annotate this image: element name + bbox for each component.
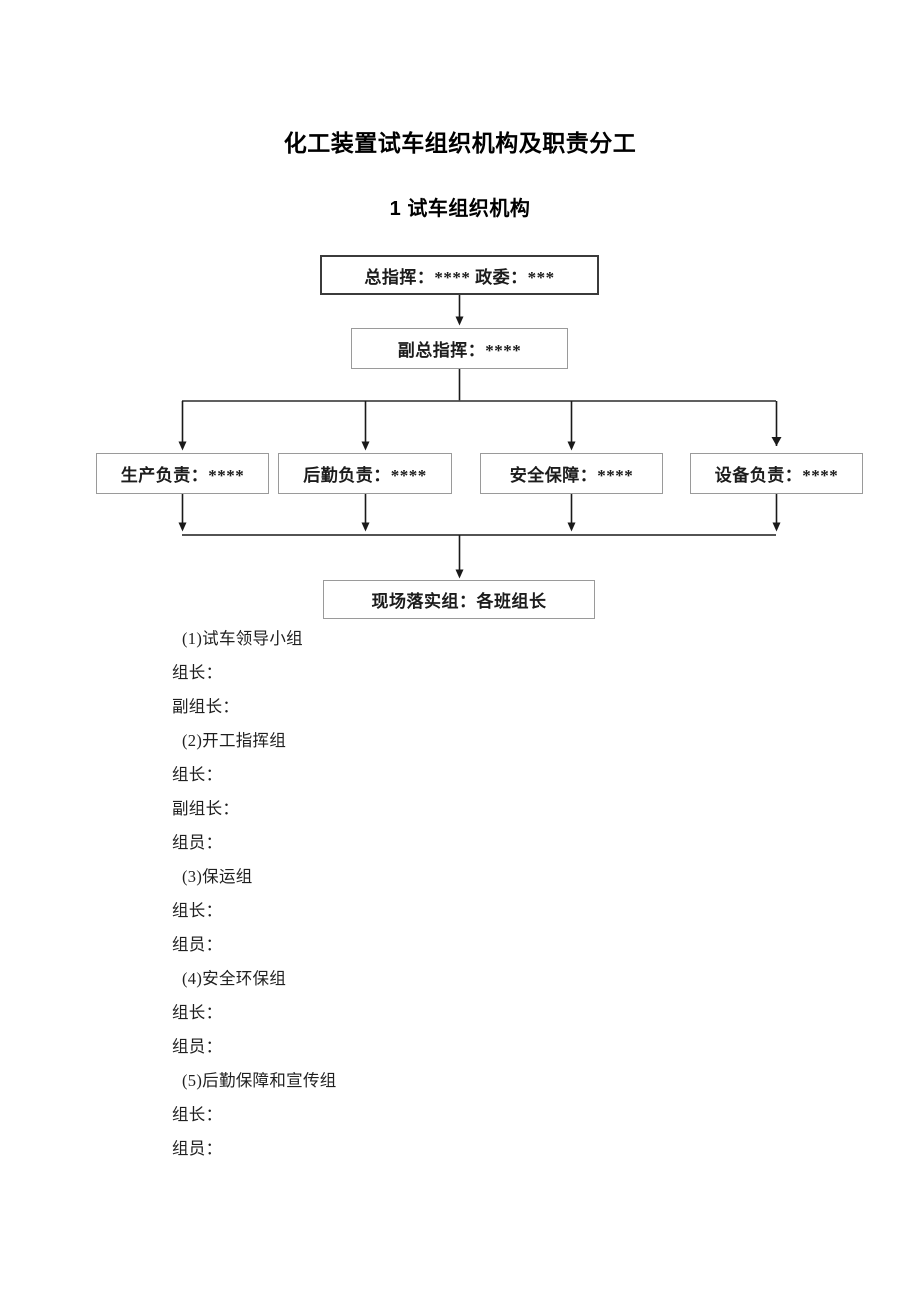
group-role: 组长： xyxy=(172,663,223,682)
org-node-safety: 安全保障：**** xyxy=(480,453,663,494)
group-role: 组长： xyxy=(172,1105,223,1124)
org-node-onsite-team: 现场落实组：各班组长 xyxy=(323,580,595,619)
org-node-equipment: 设备负责：**** xyxy=(690,453,863,494)
section-heading: 1 试车组织机构 xyxy=(389,198,531,220)
page-title: 化工装置试车组织机构及职责分工 xyxy=(283,130,637,156)
group-heading: (4)安全环保组 xyxy=(182,969,287,988)
org-node-production: 生产负责：**** xyxy=(96,453,269,494)
group-list: (1)试车领导小组 组长： 副组长： (2)开工指挥组 组长： 副组长： 组员：… xyxy=(0,622,920,1166)
group-role: 组员： xyxy=(172,833,223,852)
org-node-logistics: 后勤负责：**** xyxy=(278,453,452,494)
org-node-deputy-commander: 副总指挥：**** xyxy=(351,328,568,369)
group-heading: (3)保运组 xyxy=(182,867,253,886)
group-role: 副组长： xyxy=(172,799,240,818)
group-role: 副组长： xyxy=(172,697,240,716)
group-role: 组员： xyxy=(172,1037,223,1056)
org-chart: 总指挥：**** 政委：*** 副总指挥：**** 生产负责：**** 后勤负责… xyxy=(0,0,920,640)
group-heading: (2)开工指挥组 xyxy=(182,731,287,750)
group-role: 组员： xyxy=(172,935,223,954)
org-chart-connectors xyxy=(178,295,782,579)
group-role: 组长： xyxy=(172,901,223,920)
group-role: 组长： xyxy=(172,1003,223,1022)
org-node-commander: 总指挥：**** 政委：*** xyxy=(320,255,599,295)
group-heading: (5)后勤保障和宣传组 xyxy=(182,1071,337,1090)
group-role: 组长： xyxy=(172,765,223,784)
group-role: 组员： xyxy=(172,1139,223,1158)
group-heading: (1)试车领导小组 xyxy=(182,629,303,648)
